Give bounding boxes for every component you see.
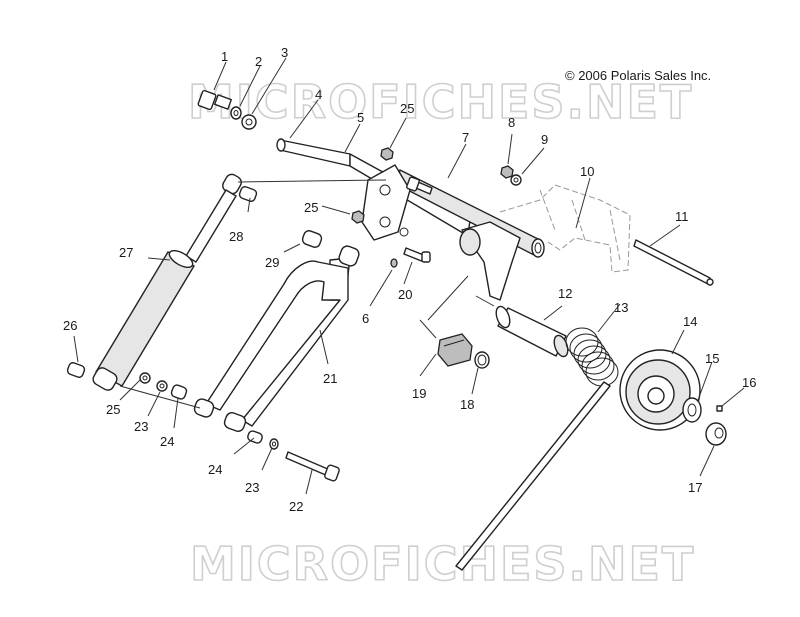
part-20-bolt xyxy=(403,247,431,263)
callout-labels: 1 2 3 4 5 25 7 8 9 10 11 25 28 29 27 20 … xyxy=(63,45,756,514)
callout-21: 21 xyxy=(323,371,337,386)
callout-7: 7 xyxy=(462,130,469,145)
part-24-bushing-left xyxy=(170,384,188,400)
part-9-washer xyxy=(510,174,522,186)
callout-2: 2 xyxy=(255,54,262,69)
callout-3: 3 xyxy=(281,45,288,60)
callout-17: 17 xyxy=(688,480,702,495)
callout-10: 10 xyxy=(580,164,594,179)
part-22-bolt xyxy=(285,451,340,482)
callout-15: 15 xyxy=(705,351,719,366)
callout-5: 5 xyxy=(357,110,364,125)
callout-16: 16 xyxy=(742,375,756,390)
part-27-shock xyxy=(92,173,242,391)
callout-28: 28 xyxy=(229,229,243,244)
callout-19: 19 xyxy=(412,386,426,401)
part-17-cap xyxy=(705,422,727,446)
part-26-bushing xyxy=(66,362,86,378)
callout-1: 1 xyxy=(221,49,228,64)
part-10-housing xyxy=(459,221,521,301)
callout-22: 22 xyxy=(289,499,303,514)
part-21-control-arm xyxy=(193,245,360,432)
watermark-top: MICROFICHES.NET xyxy=(188,75,693,129)
callout-24-lower: 24 xyxy=(208,462,222,477)
part-11-rod xyxy=(633,239,714,286)
part-25-washer-lower xyxy=(139,372,151,384)
callout-24-left: 24 xyxy=(160,434,174,449)
part-25-nut-middle xyxy=(351,210,365,224)
part-23-washer-lower xyxy=(269,438,279,450)
callout-11: 11 xyxy=(675,209,689,224)
part-29-bushing xyxy=(301,230,323,248)
callout-8: 8 xyxy=(508,115,515,130)
callout-20: 20 xyxy=(398,287,412,302)
part-12-sleeve xyxy=(495,305,569,358)
callout-25-middle: 25 xyxy=(304,200,318,215)
callout-27: 27 xyxy=(119,245,133,260)
callout-12: 12 xyxy=(558,286,572,301)
frame-outline-dashed xyxy=(499,184,631,273)
part-14-wheel xyxy=(619,349,701,431)
watermark-bottom: MICROFICHES.NET xyxy=(190,537,695,591)
part-18-ring xyxy=(474,351,490,369)
callout-23-lower: 23 xyxy=(245,480,259,495)
callout-29: 29 xyxy=(265,255,279,270)
part-19-block xyxy=(437,333,473,367)
callout-25-upper: 25 xyxy=(400,101,414,116)
part-7-bolt xyxy=(406,176,433,195)
callout-25-lower: 25 xyxy=(106,402,120,417)
leader-lines xyxy=(73,57,745,495)
part-28-bushing xyxy=(238,186,258,202)
callout-26: 26 xyxy=(63,318,77,333)
part-6-fitting xyxy=(390,258,398,268)
part-2-washer xyxy=(230,106,242,120)
callout-18: 18 xyxy=(460,397,474,412)
callout-6: 6 xyxy=(362,311,369,326)
part-13-spring xyxy=(455,327,619,571)
part-15-spacer xyxy=(682,397,702,423)
callout-4: 4 xyxy=(315,87,322,102)
part-1-bolt xyxy=(197,89,232,111)
callout-9: 9 xyxy=(541,132,548,147)
part-3-washer xyxy=(241,114,257,130)
copyright-notice: © 2006 Polaris Sales Inc. xyxy=(565,68,711,83)
part-8-nut xyxy=(500,165,514,179)
part-25-nut-upper xyxy=(380,147,394,161)
callout-14: 14 xyxy=(683,314,697,329)
callout-23-left: 23 xyxy=(134,419,148,434)
part-23-washer-left xyxy=(156,380,168,392)
callout-13: 13 xyxy=(614,300,628,315)
part-16-pin xyxy=(716,405,723,412)
